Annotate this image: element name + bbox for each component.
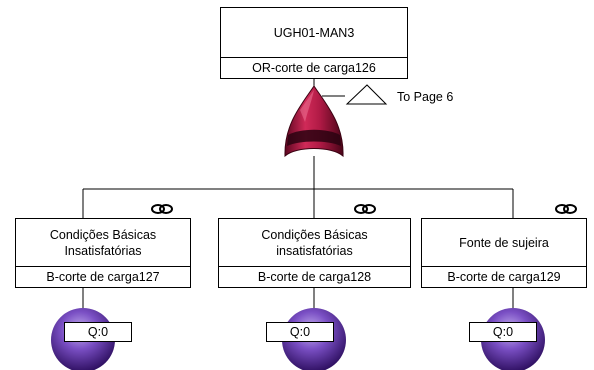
transfer-label[interactable]: To Page 6 — [397, 90, 454, 104]
link-icon[interactable] — [151, 204, 173, 214]
link-icon[interactable] — [354, 204, 376, 214]
event-box-2[interactable]: Condições Básicas insatisfatórias B-cort… — [218, 218, 411, 288]
event-box-3[interactable]: Fonte de sujeira B-corte de carga129 — [421, 218, 587, 288]
event-3-label: B-corte de carga129 — [447, 270, 561, 284]
event-3-probability: Q:0 — [469, 322, 537, 342]
event-1-label: B-corte de carga127 — [46, 270, 160, 284]
event-3-title: Fonte de sujeira — [422, 219, 586, 267]
top-event-box[interactable]: UGH01-MAN3 OR-corte de carga126 — [220, 7, 408, 79]
event-2-probability: Q:0 — [266, 322, 334, 342]
top-event-title: UGH01-MAN3 — [221, 8, 407, 58]
event-1-title: Condições Básicas Insatisfatórias — [16, 219, 190, 267]
link-icon[interactable] — [555, 204, 577, 214]
transfer-triangle-icon[interactable] — [345, 84, 388, 105]
event-1-probability: Q:0 — [64, 322, 132, 342]
top-event-gate-label: OR-corte de carga126 — [252, 61, 376, 75]
event-2-title: Condições Básicas insatisfatórias — [219, 219, 410, 267]
event-2-label: B-corte de carga128 — [257, 270, 372, 284]
event-box-1[interactable]: Condições Básicas Insatisfatórias B-cort… — [15, 218, 191, 288]
or-gate-icon — [284, 85, 344, 158]
